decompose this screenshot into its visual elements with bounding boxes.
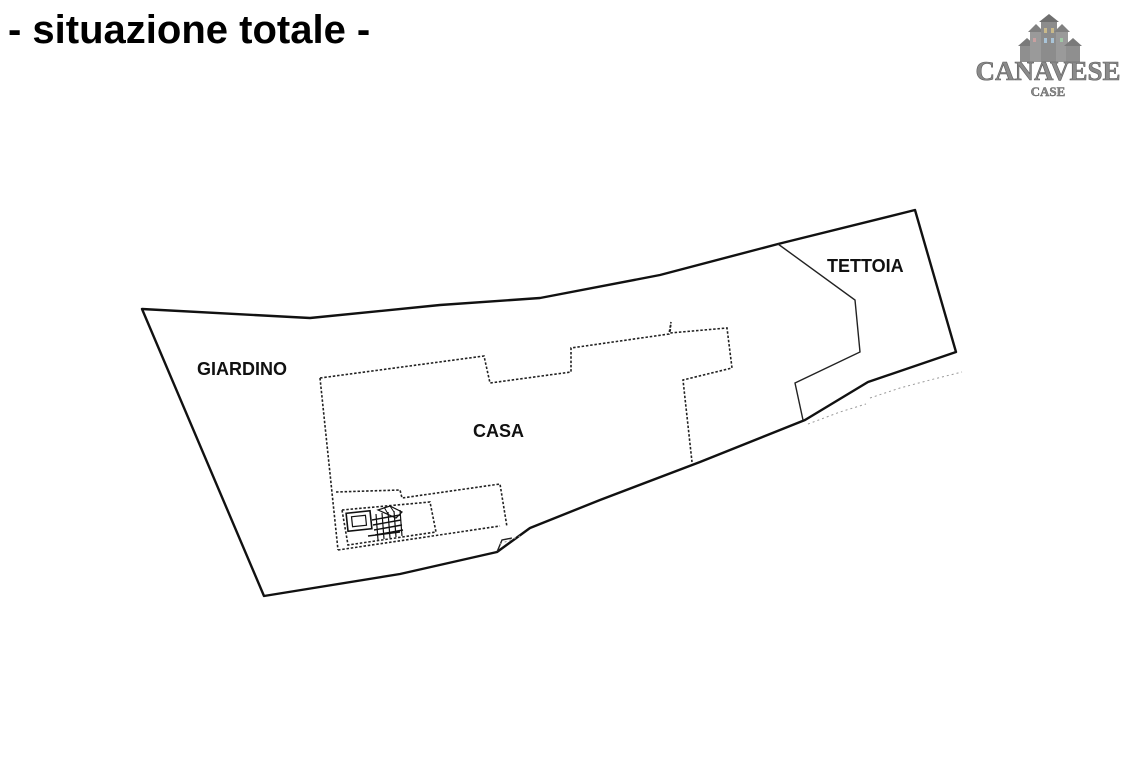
casa-left-wall xyxy=(319,377,339,551)
lot-boundary xyxy=(140,208,958,598)
faint-trace-2 xyxy=(807,403,867,425)
label-giardino: GIARDINO xyxy=(197,359,287,379)
houses-icon xyxy=(1018,14,1082,62)
casa-bottom-wall xyxy=(337,525,501,551)
tettoia-outline xyxy=(777,243,861,421)
logo-sub-text: CASE xyxy=(1031,84,1066,99)
canavese-case-logo: CANAVESE CASE xyxy=(975,14,1121,99)
label-tettoia: TETTOIA xyxy=(827,256,904,276)
annex-inner-box xyxy=(341,501,437,546)
casa-footprint xyxy=(319,321,733,463)
boundary-mark-2 xyxy=(499,535,521,545)
faint-trace-1 xyxy=(869,371,963,399)
annex-outline xyxy=(335,483,508,528)
page-title: - situazione totale - xyxy=(8,8,371,52)
label-casa: CASA xyxy=(473,421,524,441)
logo-main-text: CANAVESE xyxy=(975,56,1120,86)
boundary-mark xyxy=(496,537,513,553)
staircase-icon xyxy=(345,505,404,541)
